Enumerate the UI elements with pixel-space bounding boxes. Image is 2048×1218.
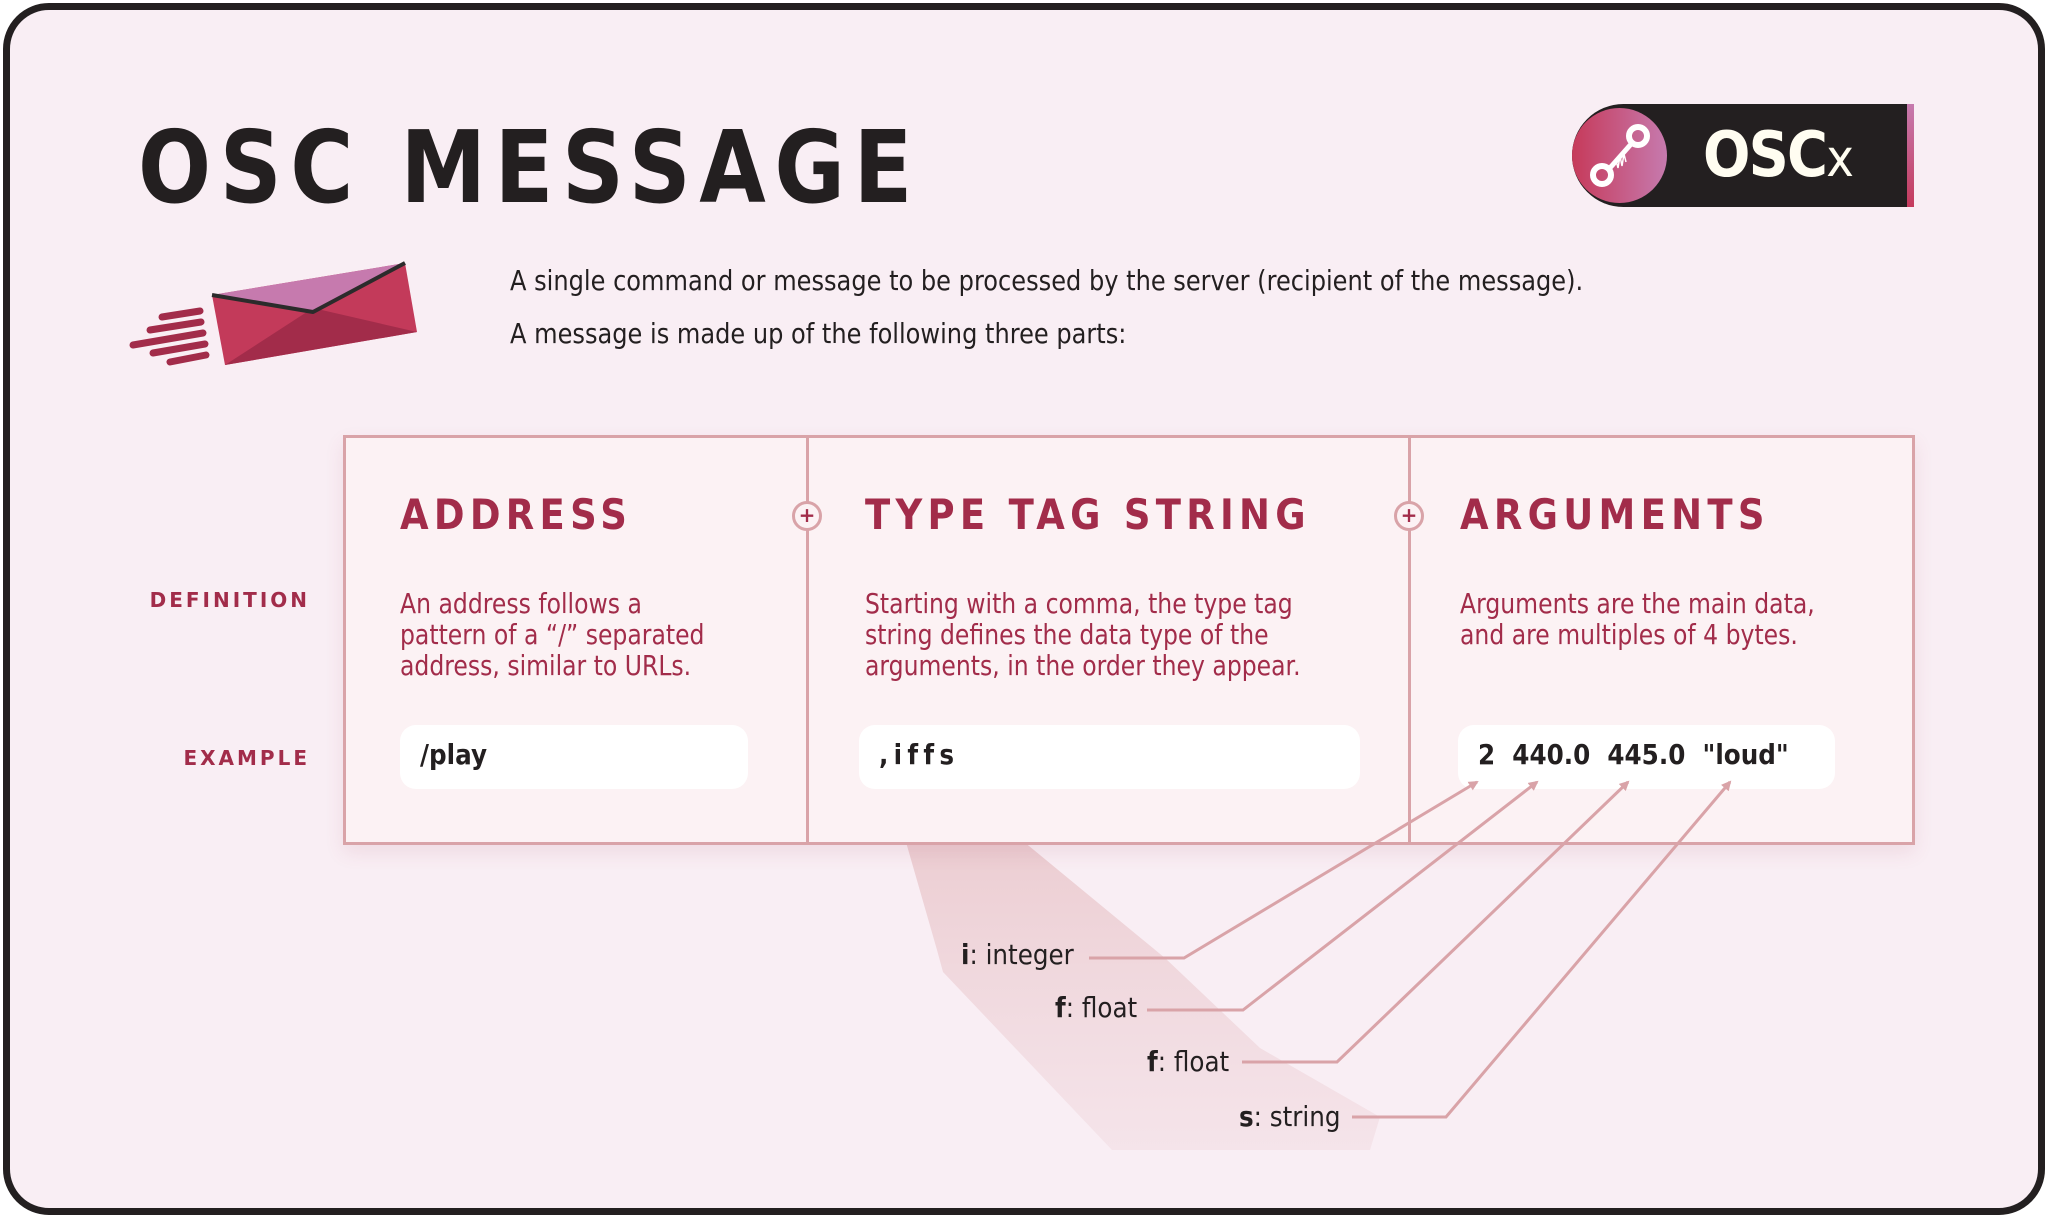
part-title-address: ADDRESS [400, 490, 633, 539]
part-definition-type-tag-string: Starting with a comma, the type tag stri… [865, 587, 1301, 682]
logo-accent-bar [1907, 104, 1914, 207]
type-tag-label: s: string [1239, 1100, 1341, 1133]
example-box-type-tag-string: ,iffs [859, 725, 1360, 789]
intro-line-2: A message is made up of the following th… [510, 317, 1127, 350]
example-value-address: /play [420, 738, 488, 771]
type-tag-label: f: float [1147, 1045, 1230, 1078]
plus-connector-icon: + [792, 501, 822, 531]
plus-connector-icon: + [1394, 501, 1424, 531]
part-definition-address: An address follows a pattern of a “/” se… [400, 587, 705, 682]
type-tag-label: f: float [1055, 991, 1138, 1024]
example-box-arguments: 2 440.0 445.0 "loud" [1458, 725, 1835, 789]
example-value-arguments: 2 440.0 445.0 "loud" [1478, 738, 1789, 771]
divider-1 [806, 438, 809, 842]
row-label-definition: DEFINITION [149, 588, 310, 612]
row-label-example: EXAMPLE [183, 746, 310, 770]
logo-wordmark: OSCx [1703, 118, 1854, 191]
oscx-logo: OSCx [1572, 104, 1914, 207]
intro-line-1: A single command or message to be proces… [510, 264, 1584, 297]
part-title-type-tag-string: TYPE TAG STRING [865, 490, 1311, 539]
example-value-type-tag-string: ,iffs [879, 738, 960, 771]
part-definition-arguments: Arguments are the main data, and are mul… [1460, 587, 1815, 651]
osc-connector-icon [1572, 108, 1667, 203]
divider-2 [1408, 438, 1411, 842]
part-title-arguments: ARGUMENTS [1460, 490, 1770, 539]
page-title: OSC MESSAGE [138, 109, 921, 226]
type-tag-label: i: integer [961, 938, 1074, 971]
message-parts-card: + + ADDRESS An address follows a pattern… [343, 435, 1915, 845]
example-box-address: /play [400, 725, 748, 789]
